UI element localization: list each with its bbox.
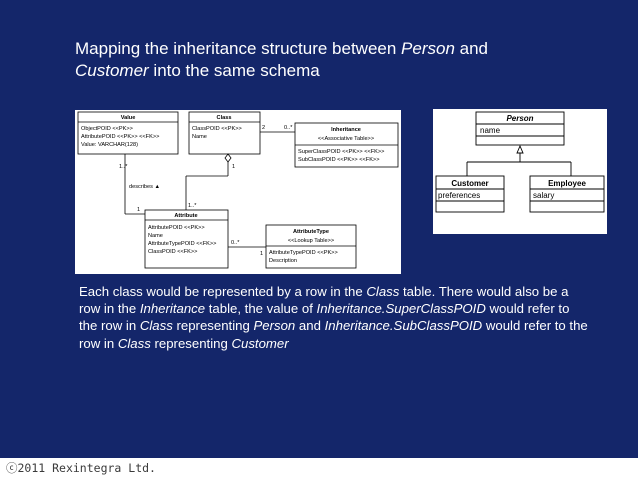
title-text: into the same schema	[148, 61, 320, 80]
title-customer: Customer	[75, 61, 149, 80]
customer-class: Customer preferences	[435, 175, 505, 213]
attribute-type-stereotype: <<Lookup Table>>	[288, 238, 334, 244]
title-person: Person	[401, 39, 455, 58]
employee-class: Employee salary	[529, 175, 605, 213]
slide-background: Mapping the inheritance structure betwee…	[0, 0, 638, 458]
inheritance-stereotype: <<Associative Table>>	[318, 136, 374, 142]
attribute-table-name: Attribute	[174, 213, 197, 219]
class-diagram: Person name Customer preferences	[435, 111, 605, 213]
employee-attr: salary	[533, 191, 554, 200]
value-attr: AttributePOID <<PK>> <<FK>>	[81, 134, 159, 140]
value-attr: Value: VARCHAR(128)	[81, 142, 138, 148]
multiplicity-label: 1..*	[119, 164, 128, 170]
value-table: Value ObjectPOID <<PK>> AttributePOID <<…	[77, 111, 179, 155]
class-table: Class ClassPOID <<PK>> Name	[188, 111, 261, 155]
attribute-attr: Name	[148, 233, 163, 239]
multiplicity-label: 1	[260, 251, 263, 257]
value-attr: ObjectPOID <<PK>>	[81, 126, 133, 132]
customer-class-name: Customer	[451, 179, 488, 188]
copyright-text: ⓒ2011 Rexintegra Ltd.	[6, 461, 156, 475]
value-table-name: Value	[121, 115, 136, 121]
title-text: and	[454, 39, 488, 58]
person-class: Person name	[475, 111, 565, 146]
association-label: describes ▲	[129, 184, 160, 190]
class-table-name: Class	[217, 115, 232, 121]
title-text: Mapping the inheritance structure betwee…	[75, 39, 402, 58]
multiplicity-label: 1	[137, 207, 140, 213]
person-class-name: Person	[506, 114, 533, 123]
multiplicity-label: 0..*	[284, 125, 293, 131]
footer: ⓒ2011 Rexintegra Ltd.	[0, 458, 638, 478]
multiplicity-label: 2	[262, 125, 265, 131]
slide-title: Mapping the inheritance structure betwee…	[75, 38, 575, 82]
connectors	[124, 131, 295, 248]
inheritance-attr: SuperClassPOID <<PK>> <<FK>>	[298, 149, 384, 155]
inheritance-attr: SubClassPOID <<PK>> <<FK>>	[298, 157, 379, 163]
attribute-attr: AttributeTypePOID <<FK>>	[148, 241, 216, 247]
class-diagram-panel: Person name Customer preferences	[433, 109, 607, 234]
inheritance-table: Inheritance <<Associative Table>> SuperC…	[294, 122, 399, 168]
schema-diagram-panel: Value ObjectPOID <<PK>> AttributePOID <<…	[75, 110, 401, 274]
attribute-type-table-name: AttributeType	[293, 229, 329, 235]
attribute-table: Attribute AttributePOID <<PK>> Name Attr…	[144, 209, 229, 269]
class-attr: Name	[192, 134, 207, 140]
customer-attr: preferences	[438, 191, 480, 200]
attribute-type-attr: AttributeTypePOID <<PK>>	[269, 250, 338, 256]
attribute-attr: AttributePOID <<PK>>	[148, 225, 205, 231]
class-attr: ClassPOID <<PK>>	[192, 126, 242, 132]
explanation-text: Each class would be represented by a row…	[79, 284, 588, 351]
inheritance-table-name: Inheritance	[331, 127, 361, 133]
multiplicity-label: 1	[232, 164, 235, 170]
inheritance-arrows	[466, 144, 572, 176]
attribute-type-attr: Description	[269, 258, 297, 264]
attribute-attr: ClassPOID <<FK>>	[148, 249, 197, 255]
attribute-type-table: AttributeType <<Lookup Table>> Attribute…	[265, 224, 357, 269]
multiplicity-label: 0..*	[231, 240, 240, 246]
multiplicity-label: 1..*	[188, 203, 197, 209]
person-attr: name	[480, 126, 501, 135]
employee-class-name: Employee	[548, 179, 586, 188]
schema-diagram: Value ObjectPOID <<PK>> AttributePOID <<…	[77, 111, 399, 269]
